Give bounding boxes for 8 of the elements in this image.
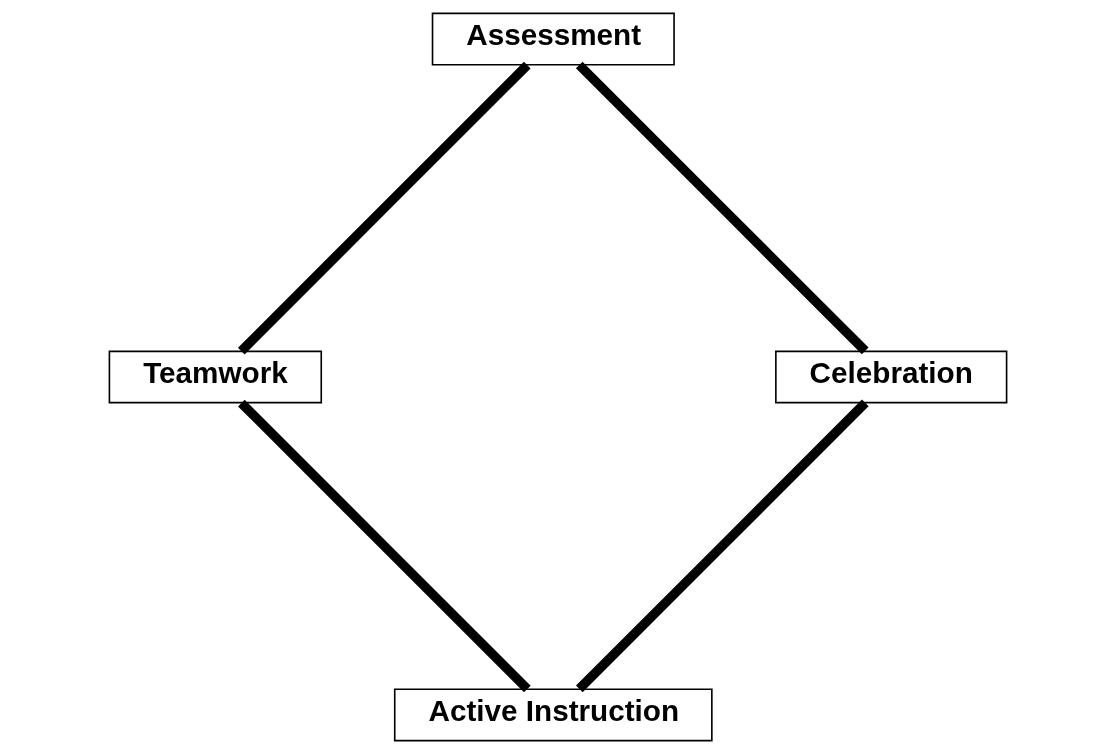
node-box: Teamwork [108, 350, 323, 404]
connector [576, 399, 869, 693]
connector [237, 61, 531, 355]
node-box: Active Instruction [393, 688, 713, 742]
connector [238, 399, 531, 693]
node-box: Celebration [775, 350, 1008, 404]
connector [575, 61, 869, 355]
node-box: Assessment [431, 12, 675, 66]
